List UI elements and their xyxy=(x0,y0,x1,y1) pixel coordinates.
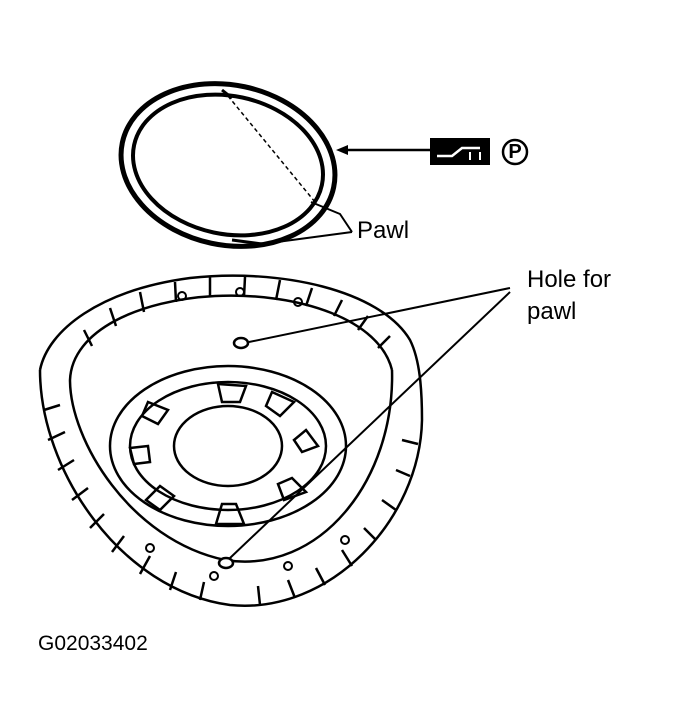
sealant-symbol-letter: P xyxy=(508,141,522,163)
figure-id: G02033402 xyxy=(38,632,148,655)
drum-holes xyxy=(145,287,350,581)
snap-ring xyxy=(118,81,338,249)
clutch-drum xyxy=(38,274,424,607)
hole-for-pawl-label-line1: Hole for xyxy=(527,266,612,293)
pawl-holes xyxy=(217,336,250,570)
sealant-arrow xyxy=(336,145,430,155)
pawl-marks xyxy=(221,88,263,246)
pawl-label: Pawl xyxy=(357,217,410,244)
pawl-dashed-line xyxy=(227,95,316,203)
hole-leader-lines xyxy=(229,287,511,559)
sealant-applicator-icon xyxy=(430,138,490,165)
hole-for-pawl-label-line2: pawl xyxy=(527,298,577,325)
drum-hub xyxy=(108,364,348,528)
hub-windows xyxy=(128,382,321,526)
p-circle-icon xyxy=(501,138,529,166)
pawl-leader-lines xyxy=(261,201,353,245)
